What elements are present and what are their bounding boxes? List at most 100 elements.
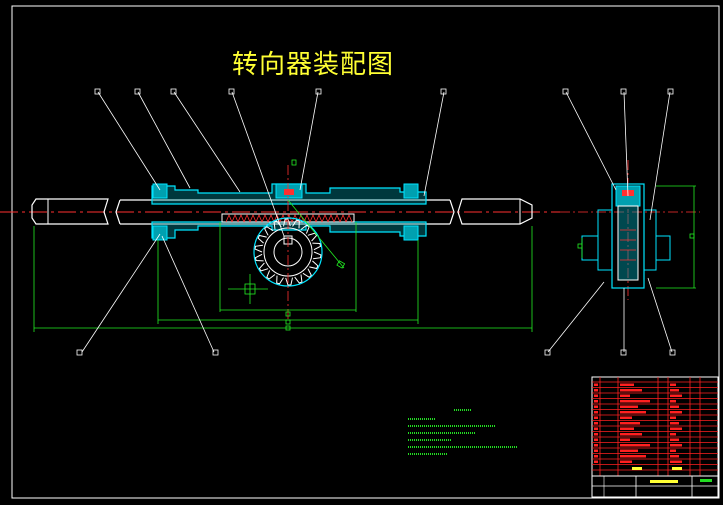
bom-material-strokes — [670, 422, 679, 425]
bom-footer-label-2 — [672, 467, 682, 470]
bom-cell-strokes — [620, 422, 640, 425]
bom-cell-strokes — [620, 400, 650, 403]
bom-material-strokes — [670, 433, 676, 436]
bom-material-strokes — [670, 427, 682, 430]
bom-cell-strokes — [620, 394, 630, 397]
pinion-gear — [253, 199, 346, 287]
balloon-6 — [440, 88, 447, 95]
side-right-cap — [655, 235, 671, 261]
balloon-11 — [667, 88, 674, 95]
drawing-title: 转向器装配图 — [232, 50, 395, 80]
bom-material-strokes — [670, 389, 679, 392]
balloon-13 — [620, 349, 627, 356]
balloon-12 — [544, 349, 551, 356]
balloon-1 — [94, 88, 101, 95]
rod-break-middle — [449, 199, 455, 225]
balloon-4 — [228, 88, 235, 95]
bom-material-strokes — [670, 405, 679, 408]
bom-material-strokes — [670, 438, 679, 441]
pinion-leader-tag — [336, 260, 346, 269]
bom-material-strokes — [670, 460, 682, 463]
bom-index-strokes — [594, 389, 598, 392]
pinion-bolt-marker — [284, 189, 294, 195]
bom-cell-strokes — [620, 460, 632, 463]
bom-material-strokes — [670, 449, 676, 452]
balloon-10 — [620, 88, 627, 95]
bom-index-strokes — [594, 433, 598, 436]
bom-cell-strokes — [620, 383, 634, 386]
bom-index-strokes — [594, 438, 598, 441]
bom-footer-label-1 — [632, 467, 642, 470]
bom-index-strokes — [594, 400, 598, 403]
balloon-5 — [315, 88, 322, 95]
left-seal-upper — [152, 183, 168, 199]
side-view — [544, 88, 700, 356]
bom-material-strokes — [670, 416, 676, 419]
center-marker — [228, 274, 268, 304]
balloon-8 — [212, 349, 219, 356]
bom-index-strokes — [594, 422, 598, 425]
bom-cell-strokes — [620, 449, 638, 452]
dimensions — [33, 222, 533, 332]
right-seal-upper — [403, 183, 419, 199]
title-block-name-strokes — [650, 480, 678, 483]
bom-cell-strokes — [620, 427, 634, 430]
bom-material-strokes — [670, 383, 676, 386]
technical-notes — [408, 409, 518, 455]
title-block-code-strokes — [700, 479, 712, 482]
rack-rod-right-end — [457, 198, 533, 225]
bom-material-strokes — [670, 444, 682, 447]
bom-index-strokes — [594, 411, 598, 414]
drawing-frame — [11, 5, 720, 499]
bom-index-strokes — [594, 460, 598, 463]
front-view — [0, 88, 560, 356]
bom-material-strokes — [670, 411, 682, 414]
rack-rod-left-ball-joint — [36, 198, 49, 225]
side-hatch — [620, 229, 636, 261]
bom-cell-strokes — [620, 438, 630, 441]
rack-rod-left-end — [31, 198, 109, 225]
balloon-14 — [669, 349, 676, 356]
side-left-flange — [597, 209, 613, 271]
balloon-tags-side — [544, 88, 676, 356]
balloon-3 — [170, 88, 177, 95]
leaders-side — [547, 91, 673, 353]
bom-cell-text — [594, 383, 682, 463]
bom-index-strokes — [594, 405, 598, 408]
left-seal-lower — [152, 225, 168, 241]
title-block — [591, 376, 719, 498]
bom-cell-strokes — [620, 433, 642, 436]
rack-teeth — [225, 213, 353, 223]
leaders-top — [81, 91, 445, 353]
bom-material-strokes — [670, 455, 679, 458]
bom-rows — [592, 381, 718, 471]
bom-cell-strokes — [620, 444, 650, 447]
bom-index-strokes — [594, 427, 598, 430]
side-left-cap — [581, 235, 599, 261]
balloon-9 — [562, 88, 569, 95]
top-dim-marker — [291, 159, 297, 166]
balloon-tags-front — [76, 88, 447, 356]
bom-index-strokes — [594, 394, 598, 397]
balloon-2 — [134, 88, 141, 95]
pinion-leader — [287, 199, 345, 269]
bom-index-strokes — [594, 383, 598, 386]
rod-break-left — [115, 199, 121, 225]
side-pinion-body — [617, 205, 639, 281]
bom-material-strokes — [670, 394, 682, 397]
bom-index-strokes — [594, 416, 598, 419]
bom-cell-strokes — [620, 416, 632, 419]
bom-cell-strokes — [620, 405, 638, 408]
side-dimensions — [577, 185, 696, 289]
bom-material-strokes — [670, 400, 676, 403]
bom-index-strokes — [594, 449, 598, 452]
bom-index-strokes — [594, 455, 598, 458]
bom-cell-strokes — [620, 411, 646, 414]
right-seal-lower — [403, 225, 419, 241]
rack-rod-middle — [120, 199, 450, 225]
bom-cell-strokes — [620, 455, 646, 458]
balloon-7 — [76, 349, 83, 356]
bom-cell-strokes — [620, 389, 642, 392]
bom-index-strokes — [594, 444, 598, 447]
